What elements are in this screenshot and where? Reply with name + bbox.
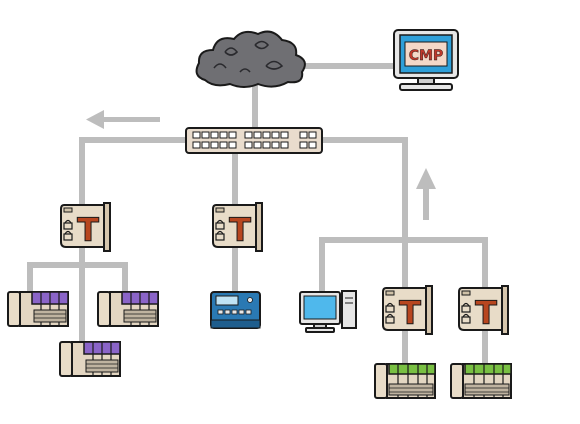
terminal-icon: T — [382, 285, 433, 335]
terminal-icon: T — [458, 285, 509, 335]
io-module-icon — [59, 341, 121, 377]
terminal-letter: T — [399, 294, 421, 332]
io-module-icon — [374, 363, 436, 399]
io-module-icon — [7, 291, 69, 327]
network-switch-icon — [185, 127, 323, 154]
cmp-monitor-icon: CMP — [393, 29, 459, 91]
workstation-icon — [299, 290, 357, 333]
terminal-letter: T — [77, 211, 99, 249]
terminal-icon: T — [60, 202, 111, 252]
cmp-label: CMP — [409, 48, 443, 64]
terminal-letter: T — [229, 211, 251, 249]
arrow-left-icon — [86, 110, 160, 129]
io-module-icon — [97, 291, 159, 327]
arrow-up-icon — [416, 168, 436, 220]
io-module-icon — [450, 363, 512, 399]
terminal-letter: T — [475, 294, 497, 332]
controller-icon — [210, 291, 261, 329]
terminal-icon: T — [212, 202, 263, 252]
cloud-icon — [195, 30, 306, 88]
